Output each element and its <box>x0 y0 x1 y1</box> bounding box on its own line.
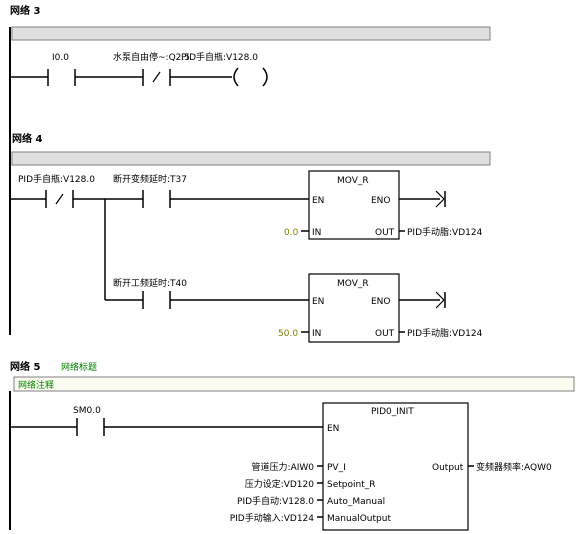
network-5-title[interactable]: 网络 5 <box>10 360 40 373</box>
pid0-input-auto-label: PID手自动:V128.0 <box>237 495 314 507</box>
contact-q25-label: 水泵自由停~:Q2.5 <box>113 51 190 63</box>
mov-r-2-in-pin: IN <box>312 329 321 339</box>
pid0-init-en: EN <box>327 424 339 434</box>
network-5-comment[interactable]: 网络注释 <box>18 379 54 391</box>
mov-r-2-en: EN <box>312 297 324 307</box>
network-4[interactable]: 网络 4 PID手自瓶:V128.0 断开变频延时:T37 断开工频延时:T40 <box>10 132 491 343</box>
contact-v1280-label: PID手自瓶:V128.0 <box>18 173 95 185</box>
mov-r-1-in-pin: IN <box>312 228 321 238</box>
network-4-title[interactable]: 网络 4 <box>12 132 42 145</box>
mov-r-2-in-value: 50.0 <box>278 329 298 339</box>
network-3[interactable]: 网络 3 I0.0 水泵自由停~:Q2.5 PID手自瓶:V128.0 <box>9 4 491 335</box>
mov-r-2-eno: ENO <box>371 297 391 307</box>
contact-sm00-label: SM0.0 <box>73 406 101 416</box>
mov-r-1-en: EN <box>312 196 324 206</box>
mov-r-1-out-value: PID手动脂:VD124 <box>407 226 483 238</box>
mov-r-1-in-value: 0.0 <box>284 228 299 238</box>
mov-r-1-eno: ENO <box>371 196 391 206</box>
pid0-init-box[interactable]: PID0_INIT EN PV_I Setpoint_R Auto_Manual… <box>230 402 552 531</box>
mov-r-box-1[interactable]: MOV_R EN ENO IN OUT 0.0 PID手动脂:VD124 <box>284 170 483 240</box>
pid0-pin-pv-i: PV_I <box>327 463 346 473</box>
pid0-pin-output: Output <box>432 463 464 473</box>
contact-t37-label: 断开变频延时:T37 <box>113 173 187 185</box>
pid0-pin-manual-output: ManualOutput <box>327 514 391 524</box>
pid0-pin-setpoint: Setpoint_R <box>327 480 376 490</box>
pid0-output-label: 变频器频率:AQW0 <box>476 461 552 473</box>
pid0-pin-auto-manual: Auto_Manual <box>327 497 385 507</box>
contact-i00-label: I0.0 <box>52 53 69 63</box>
pid0-input-pv-label: 管道压力:AIW0 <box>252 461 315 473</box>
mov-r-2-name: MOV_R <box>337 279 369 289</box>
mov-r-1-out-pin: OUT <box>375 228 395 238</box>
contact-v1280-negated[interactable] <box>45 190 74 208</box>
mov-r-2-out-pin: OUT <box>375 329 395 339</box>
mov-r-box-2[interactable]: MOV_R EN ENO IN OUT 50.0 PID手动脂:VD124 <box>278 273 483 343</box>
network-5[interactable]: 网络 5 网络标题 网络注释 SM0.0 PID0_INIT EN PV_I S… <box>9 360 575 531</box>
coil-v1280[interactable] <box>233 67 268 87</box>
network-3-title[interactable]: 网络 3 <box>10 4 40 17</box>
mov-r-2-out-value: PID手动脂:VD124 <box>407 327 483 339</box>
pid0-input-setpoint-label: 压力设定:VD120 <box>245 478 315 490</box>
network-4-title-bar[interactable] <box>11 151 491 166</box>
coil-v1280-label: PID手自瓶:V128.0 <box>181 51 258 63</box>
network-5-subtitle[interactable]: 网络标题 <box>61 361 97 373</box>
contact-sm00[interactable] <box>76 418 105 436</box>
network-3-title-bar[interactable] <box>11 26 491 41</box>
mov-r-1-name: MOV_R <box>337 176 369 186</box>
contact-q25-negated[interactable] <box>142 69 171 86</box>
contact-i00[interactable] <box>47 69 76 86</box>
contact-t40[interactable] <box>142 291 171 309</box>
contact-t37[interactable] <box>142 190 171 208</box>
network-5-comment-bar[interactable] <box>13 376 575 392</box>
contact-t40-label: 断开工频延时:T40 <box>113 277 187 289</box>
pid0-init-name: PID0_INIT <box>371 407 414 417</box>
pid0-input-manual-label: PID手动输入:VD124 <box>230 512 315 524</box>
